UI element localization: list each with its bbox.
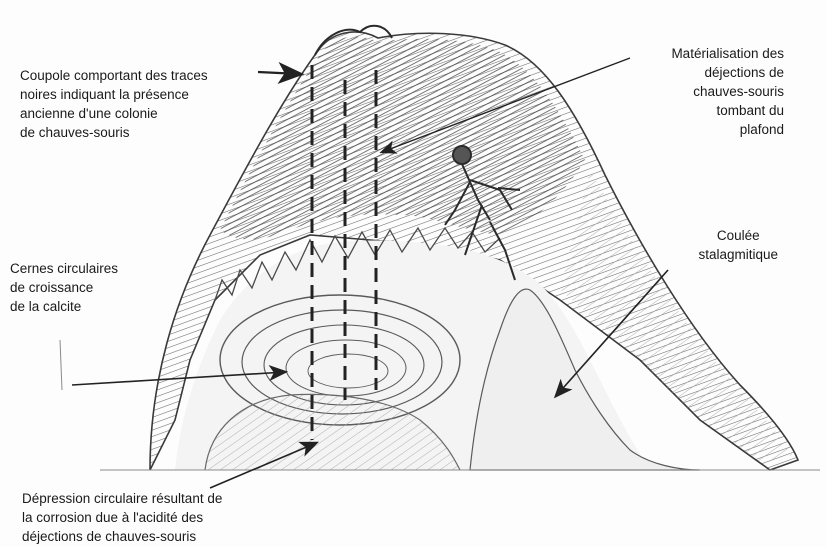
label-depression-line: Dépression circulaire résultant de (22, 489, 222, 508)
label-coupole: Coupole comportant des traces noires ind… (20, 66, 208, 142)
label-cernes-line: de la calcite (10, 297, 118, 316)
label-coulee-line: stalagmitique (698, 245, 778, 264)
label-coulee: Coulée stalagmitique (698, 226, 778, 264)
label-depression: Dépression circulaire résultant de la co… (22, 489, 222, 546)
label-depression-line: la corrosion due à l'acidité des (22, 508, 222, 527)
label-cernes: Cernes circulaires de croissance de la c… (10, 259, 118, 316)
label-cernes-line: de croissance (10, 278, 118, 297)
label-materialisation: Matérialisation des déjections de chauve… (671, 44, 784, 139)
label-materialisation-line: Matérialisation des (671, 44, 784, 63)
label-coupole-line: noires indiquant la présence (20, 85, 208, 104)
label-materialisation-line: déjections de (671, 63, 784, 82)
label-coulee-line: Coulée (698, 226, 778, 245)
label-materialisation-line: plafond (671, 120, 784, 139)
label-materialisation-line: chauves-souris (671, 82, 784, 101)
label-coupole-line: de chauves-souris (20, 123, 208, 142)
label-materialisation-line: tombant du (671, 101, 784, 120)
label-coupole-line: Coupole comportant des traces (20, 66, 208, 85)
label-depression-line: déjections de chauves-souris (22, 527, 222, 546)
label-cernes-line: Cernes circulaires (10, 259, 118, 278)
label-coupole-line: ancienne d'une colonie (20, 104, 208, 123)
arrow-to-dome (258, 72, 300, 74)
